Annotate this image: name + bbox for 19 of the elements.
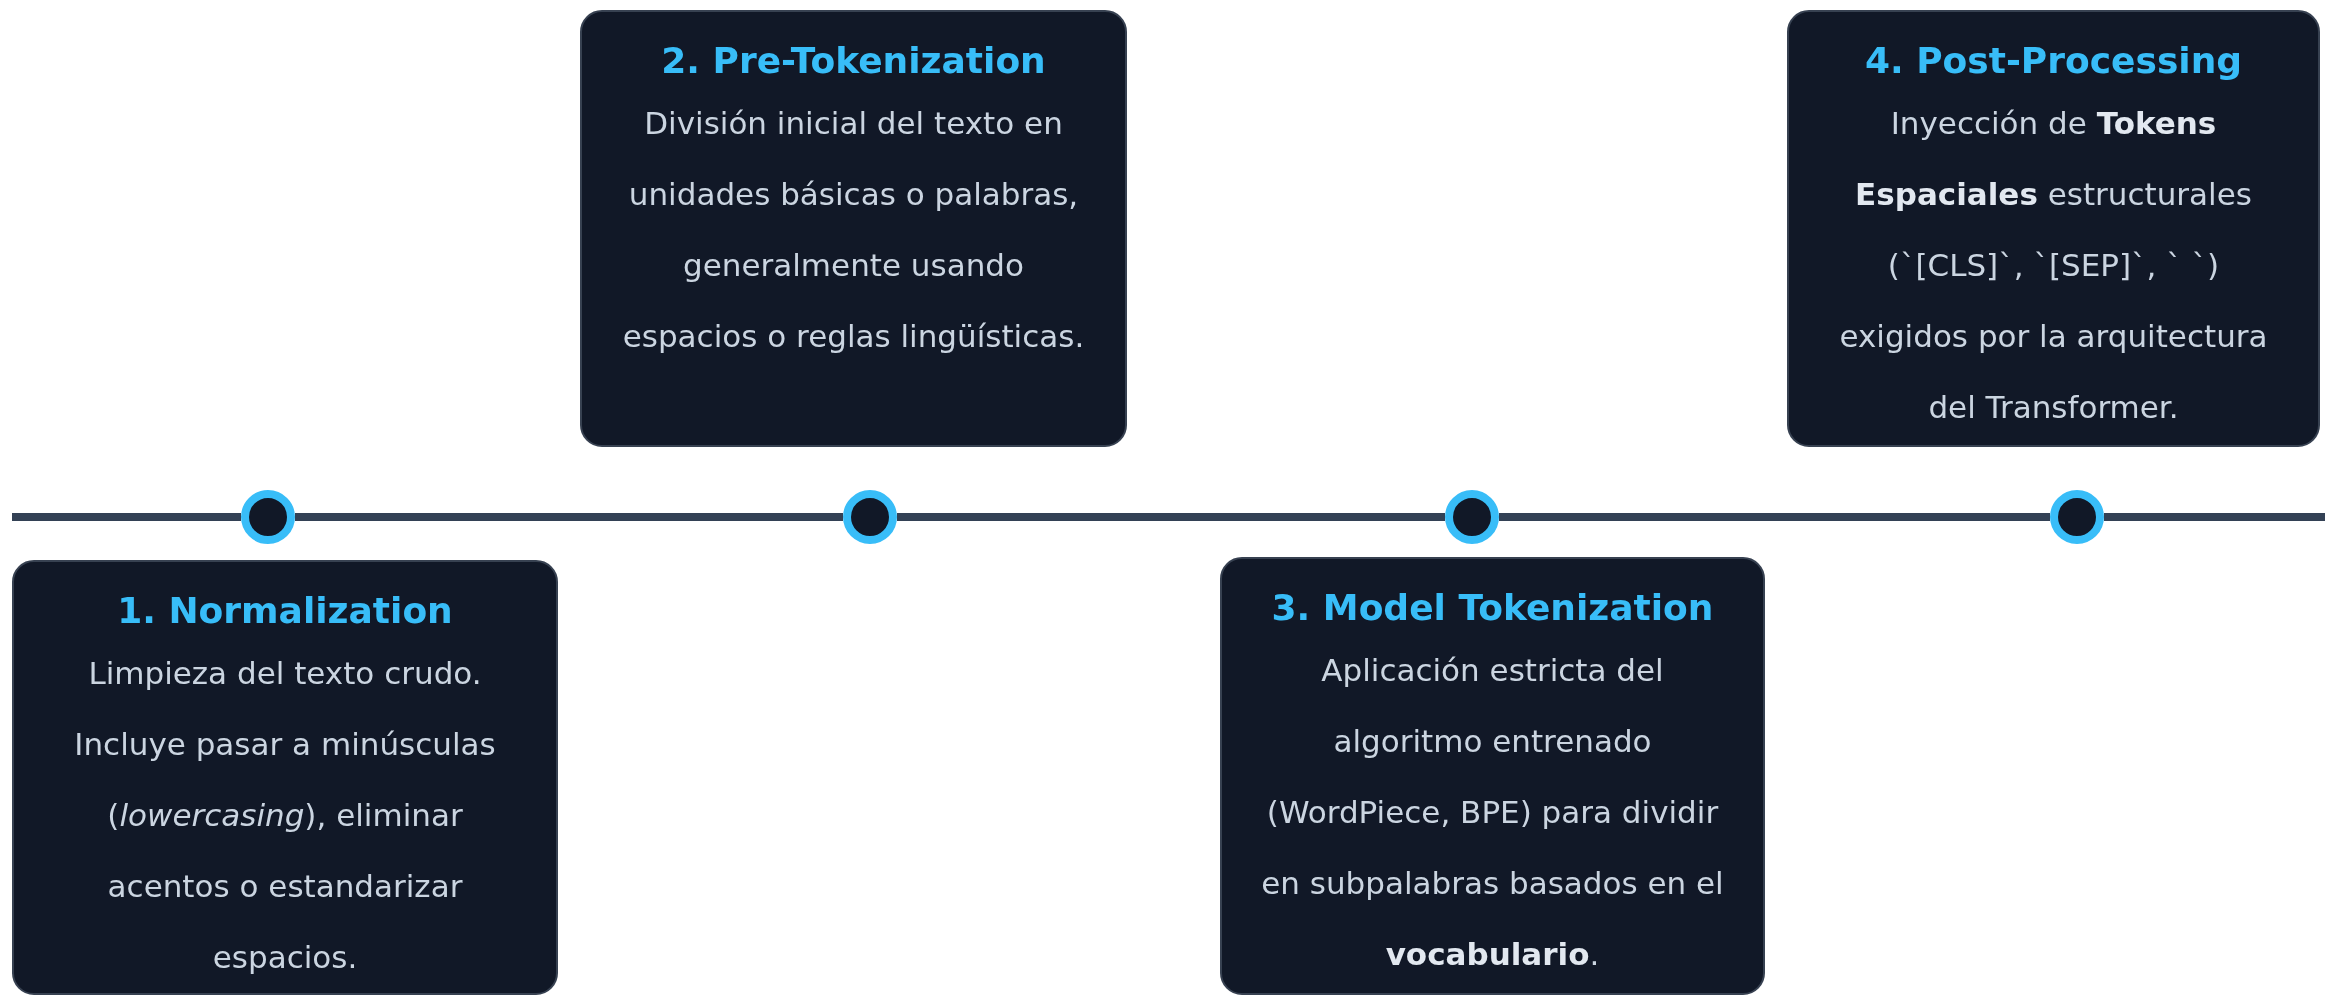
timeline-line (1499, 513, 2050, 521)
timeline-line (897, 513, 1445, 521)
step-description: División inicial del texto en unidades básicas o palabras, generalmente usando espacios o reglas lingüísticas. (621, 104, 1086, 356)
step-title: 1. Normalization (116, 589, 454, 633)
step-card (1787, 10, 2320, 447)
step-description: Aplicación estricta del algoritmo entrenado (WordPiece, BPE) para dividir en subpalabras basados en el vocabulario. (1260, 651, 1725, 974)
step-card (580, 10, 1127, 447)
step-card (1220, 557, 1765, 995)
timeline-marker (241, 490, 295, 544)
timeline-line (295, 513, 843, 521)
step-card (12, 560, 558, 995)
timeline-marker (1445, 490, 1499, 544)
step-title: 4. Post-Processing (1863, 39, 2244, 83)
timeline-marker (2050, 490, 2104, 544)
step-description: Inyección de Tokens Espaciales estructurales (`[CLS]`, `[SEP]`, ` `) exigidos por la arquitectura del Transformer. (1838, 104, 2269, 427)
step-title: 3. Model Tokenization (1270, 586, 1715, 630)
step-description: Limpieza del texto crudo. Incluye pasar a minúsculas (lowercasing), eliminar acentos o estandarizar espacios. (73, 654, 497, 977)
timeline-marker (843, 490, 897, 544)
step-title: 2. Pre-Tokenization (660, 39, 1047, 83)
